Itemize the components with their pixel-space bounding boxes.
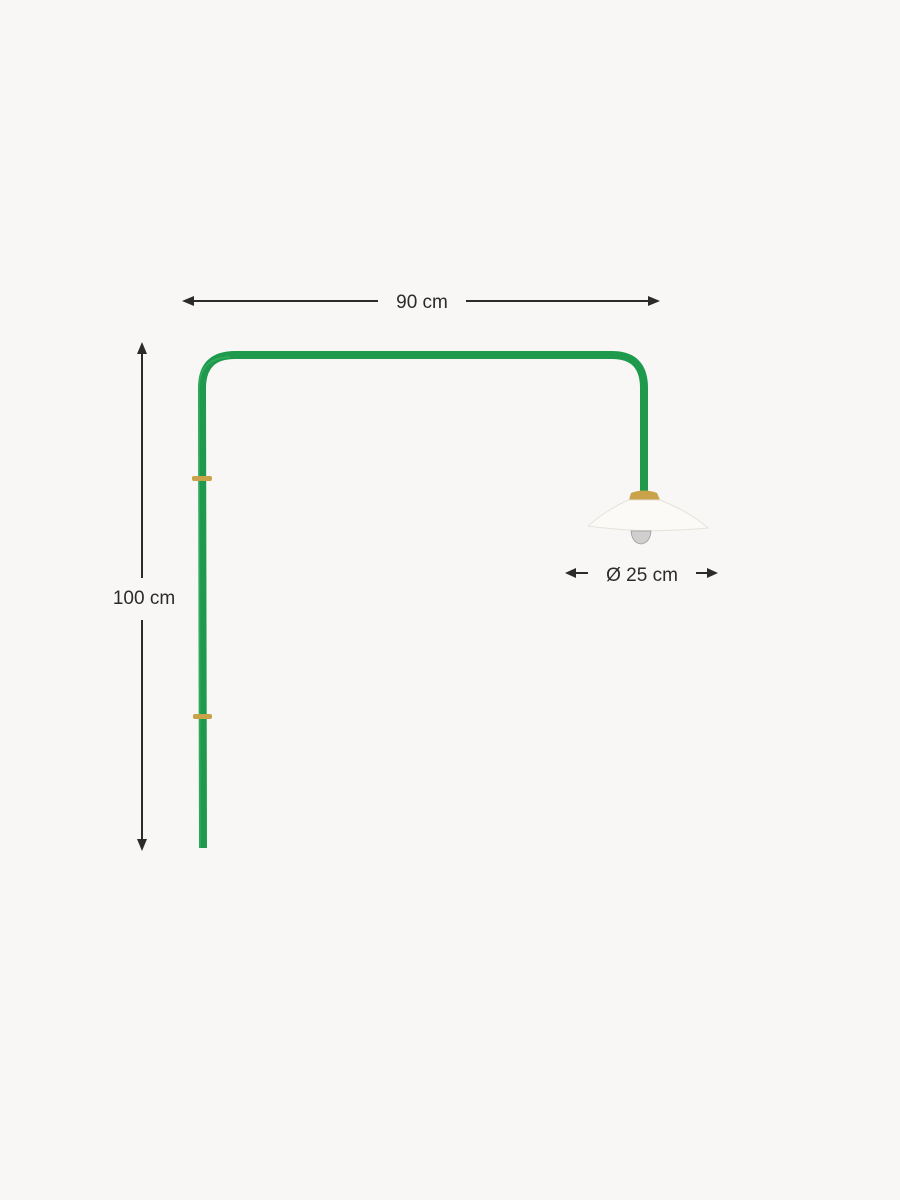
wall-bracket [192,476,212,481]
wall-bracket [193,714,212,719]
light-bulb [630,530,652,545]
height-label: 100 cm [113,588,175,609]
diameter-dimension: Ø 25 cm [565,565,718,586]
wall-lamp [192,351,710,849]
arrow-right-icon [648,296,660,306]
lamp-arm [197,351,648,849]
brass-socket [629,490,660,500]
arrow-left-icon [565,568,576,578]
width-dimension: 90 cm [182,292,660,313]
diameter-label: Ø 25 cm [606,565,678,586]
arrow-up-icon [137,342,147,354]
width-label: 90 cm [396,292,448,313]
height-dimension: 100 cm [113,342,175,851]
lamp-shade [586,499,710,532]
arrow-down-icon [137,839,147,851]
arrow-right-icon [707,568,718,578]
arrow-left-icon [182,296,194,306]
